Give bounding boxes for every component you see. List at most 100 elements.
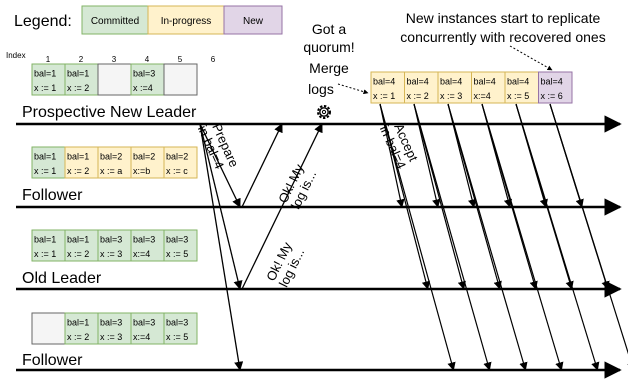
replicate-pointer (509, 45, 553, 71)
log-cell: bal=1 x := 2 (64, 312, 99, 345)
svg-text:Merge: Merge (309, 60, 349, 76)
cell-value: x := 2 (67, 166, 89, 176)
cell-ballot: bal=1 (34, 69, 56, 79)
cell-ballot: bal=1 (34, 235, 56, 245)
cell-ballot: bal=4 (373, 77, 395, 87)
index-number: 6 (211, 55, 216, 64)
log-cell: bal=1 x := 1 (31, 63, 66, 96)
log-cell: bal=1x := 1 (31, 146, 66, 179)
cell-value: x := 5 (166, 332, 188, 342)
log-cell: bal=3 x:=4 (130, 312, 165, 345)
accept-label: Accept in bal=4 (377, 121, 421, 171)
cell-ballot: bal=1 (67, 318, 89, 328)
svg-text:logs: logs (308, 81, 334, 97)
log-cell: bal=3 x := 3 (97, 229, 132, 262)
log-cell: bal=1 x := 1 (31, 229, 66, 262)
merged-log-cell: bal=4 x := 1 (370, 71, 405, 104)
cell-value: x := 2 (67, 249, 89, 259)
accept-arrow (413, 103, 441, 208)
merged-log-cell: bal=4 x := 5 (504, 71, 539, 104)
gear-icon (317, 105, 331, 119)
cell-ballot: bal=3 (100, 318, 122, 328)
cell-ballot: bal=3 (100, 235, 122, 245)
legend: Legend: Committed In-progress New (14, 5, 283, 35)
log-cell: bal=3 x:=4 (130, 229, 165, 262)
log-row-3: bal=1 x := 1 bal=1 x := 2 bal=3 x := 3 bal=3 x:… (31, 229, 198, 262)
prepare-arrows (199, 123, 244, 371)
row-label-old-leader: Old Leader (22, 270, 102, 287)
legend-item-new: New (223, 5, 283, 35)
cell-ballot: bal=1 (67, 152, 89, 162)
cell-ballot: bal=3 (166, 318, 188, 328)
merged-log-cell: bal=4 x := 6 (538, 71, 573, 104)
index-number: 4 (145, 55, 150, 64)
log-row-4: bal=1 x := 2 bal=3 x := 3 bal=3 x:=4 bal=3 x :=… (31, 312, 198, 345)
log-cell: bal=3x := 5 (163, 229, 198, 262)
cell-value: x := 3 (100, 249, 122, 259)
svg-text:New instances start to replica: New instances start to replicate (406, 10, 601, 26)
cell-value: x := 2 (67, 83, 89, 93)
cell-ballot: bal=3 (133, 318, 155, 328)
cell-value: x := 1 (373, 91, 395, 101)
cell-value: x := c (166, 166, 188, 176)
cell-value: x := 1 (34, 83, 56, 93)
cell-ballot: bal=2 (133, 152, 155, 162)
log-cell: bal=2x := c (163, 146, 198, 179)
log-cell: bal=3 x :=4 (130, 63, 165, 96)
cell-ballot: bal=4 (474, 77, 496, 87)
cell-value: x:=4 (133, 249, 150, 259)
accept-arrow (447, 103, 528, 371)
cell-value: x := 1 (34, 249, 56, 259)
cell-ballot: bal=3 (166, 235, 188, 245)
cell-value: x := 2 (407, 91, 429, 101)
accept-arrow (481, 103, 564, 371)
cell-value: x := 3 (440, 91, 462, 101)
reply-arrow-old-leader (241, 123, 323, 290)
cell-value: x := 3 (100, 332, 122, 342)
cell-value: x := a (100, 166, 122, 176)
index-label: Index (6, 51, 26, 60)
accept-arrow (515, 103, 600, 371)
svg-text:concurrently with recovered on: concurrently with recovered ones (400, 29, 605, 45)
cell-ballot: bal=3 (133, 69, 155, 79)
legend-item-in-progress: In-progress (147, 5, 225, 35)
index-number: 2 (79, 55, 84, 64)
cell-value: x := 5 (507, 91, 529, 101)
legend-item-label: Committed (91, 16, 139, 27)
cell-value: x:=b (133, 166, 150, 176)
index-number: 3 (112, 55, 117, 64)
merged-log-cell: bal=4x := 2 (404, 71, 439, 104)
cell-ballot: bal=4 (507, 77, 529, 87)
cell-value: x := 6 (541, 91, 563, 101)
log-cell (97, 63, 132, 96)
svg-text:quorum!: quorum! (303, 39, 354, 55)
legend-item-label: New (243, 16, 264, 27)
quorum-pointer (337, 83, 369, 95)
cell-value: x :=4 (133, 83, 153, 93)
cell-ballot: bal=4 (541, 77, 563, 87)
legend-item-label: In-progress (161, 16, 212, 27)
quorum-note: Got a quorum! Merge logs (303, 21, 354, 97)
legend-title: Legend: (14, 13, 72, 30)
reply-arrow-follower (241, 123, 283, 208)
cell-ballot: bal=1 (67, 235, 89, 245)
log-cell (31, 312, 66, 345)
log-cell: bal=3 x := 3 (97, 312, 132, 345)
legend-item-committed: Committed (81, 5, 149, 35)
reply-label-1: Ok! My log is... (275, 161, 319, 211)
accept-arrow (413, 103, 492, 371)
cell-value: x := 1 (34, 166, 56, 176)
accept-arrow (549, 103, 628, 371)
replicate-note: New instances start to replicate concurr… (400, 10, 605, 45)
accept-arrow (379, 103, 456, 371)
cell-value: x:=4 (133, 332, 150, 342)
accept-arrow (379, 103, 405, 208)
merged-log-cell: bal=4 x := 3 (437, 71, 472, 104)
cell-value: x := 2 (67, 332, 89, 342)
cell-ballot: bal=4 (440, 77, 462, 87)
svg-text:Got a: Got a (312, 21, 346, 37)
cell-ballot: bal=3 (133, 235, 155, 245)
